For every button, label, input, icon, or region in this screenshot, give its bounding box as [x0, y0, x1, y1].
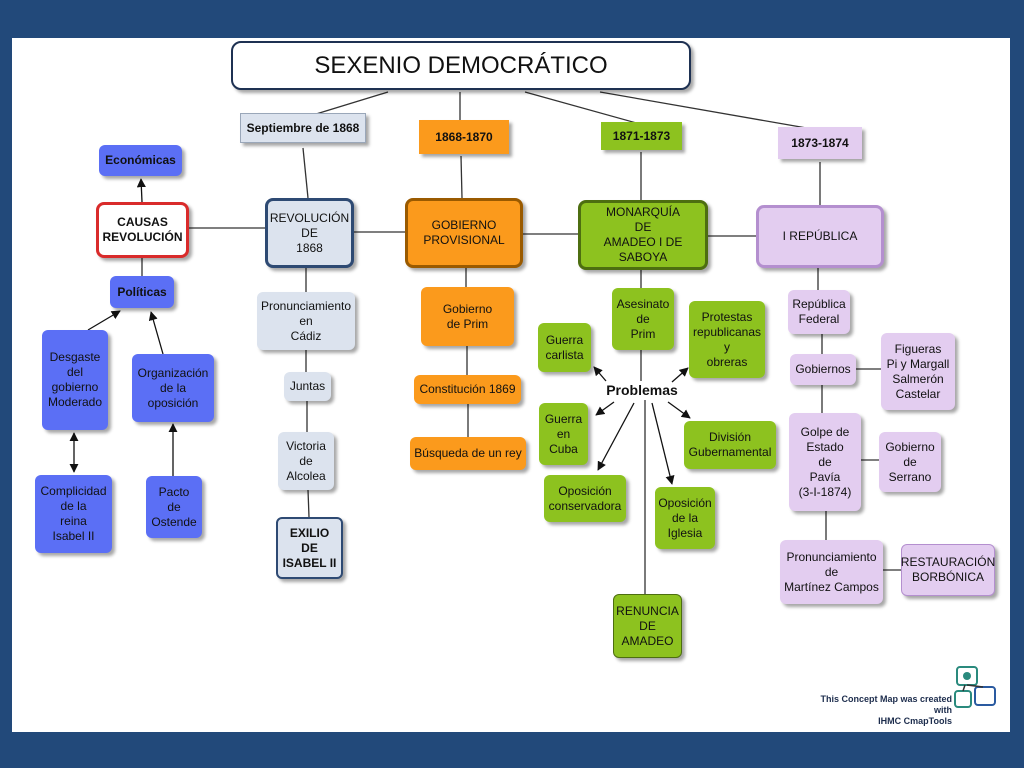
republic-golpe-pavia: Golpe de Estado de Pavía (3-I-1874) [789, 413, 861, 511]
republic-pronunciamiento-martinez: Pronunciamiento de Martínez Campos [780, 540, 883, 604]
cmaptools-credit: This Concept Map was created with IHMC C… [820, 694, 952, 726]
amadeo-asesinato-prim: Asesinato de Prim [612, 288, 674, 350]
page-title: SEXENIO DEMOCRÁTICO [231, 41, 691, 90]
causes-economic: Económicas [99, 145, 182, 176]
amadeo-problemas: Problemas [606, 382, 678, 398]
amadeo-guerra-carlista: Guerra carlista [538, 323, 591, 372]
provisional-government: GOBIERNO PROVISIONAL [405, 198, 523, 268]
amadeo-oposicion-conservadora: Oposición conservadora [544, 475, 626, 522]
republic-presidentes: Figueras Pi y Margall Salmerón Castelar [881, 333, 955, 410]
revolution-1868: REVOLUCIÓN DE 1868 [265, 198, 354, 268]
amadeo-renuncia: RENUNCIA DE AMADEO [613, 594, 682, 658]
revolution-pronunciamiento-cadiz: Pronunciamiento en Cádiz [257, 292, 355, 350]
amadeo-oposicion-iglesia: Oposición de la Iglesia [655, 487, 715, 549]
provisional-busqueda-rey: Búsqueda de un rey [410, 437, 526, 470]
causes-organizacion: Organización de la oposición [132, 354, 214, 422]
republic-first: I REPÚBLICA [756, 205, 884, 268]
republic-federal: República Federal [788, 290, 850, 334]
republic-gobierno-serrano: Gobierno de Serrano [879, 432, 941, 492]
republic-restauracion-borbonica: RESTAURACIÓN BORBÓNICA [901, 544, 995, 596]
amadeo-guerra-cuba: Guerra en Cuba [539, 403, 588, 465]
revolution-exilio-isabel: EXILIO DE ISABEL II [276, 517, 343, 579]
provisional-gobierno-prim: Gobierno de Prim [421, 287, 514, 346]
causes-revolution: CAUSAS REVOLUCIÓN [96, 202, 189, 258]
period-header-sept-1868: Septiembre de 1868 [240, 113, 366, 143]
period-header-1873-1874: 1873-1874 [778, 127, 862, 159]
cmaptools-logo-icon [954, 666, 996, 708]
causes-complicidad: Complicidad de la reina Isabel II [35, 475, 112, 553]
revolution-victoria-alcolea: Victoria de Alcolea [278, 432, 334, 490]
period-header-1868-1870: 1868-1870 [419, 120, 509, 154]
provisional-constitucion-1869: Constitución 1869 [414, 375, 521, 404]
causes-pacto: Pacto de Ostende [146, 476, 202, 538]
amadeo-protestas: Protestas republicanas y obreras [689, 301, 765, 378]
amadeo-monarchy: MONARQUÍA DE AMADEO I DE SABOYA [578, 200, 708, 270]
causes-desgaste: Desgaste del gobierno Moderado [42, 330, 108, 430]
revolution-juntas: Juntas [284, 372, 331, 401]
amadeo-division-gubernamental: División Gubernamental [684, 421, 776, 469]
causes-political: Políticas [110, 276, 174, 308]
period-header-1871-1873: 1871-1873 [601, 122, 682, 150]
republic-gobiernos: Gobiernos [790, 354, 856, 385]
